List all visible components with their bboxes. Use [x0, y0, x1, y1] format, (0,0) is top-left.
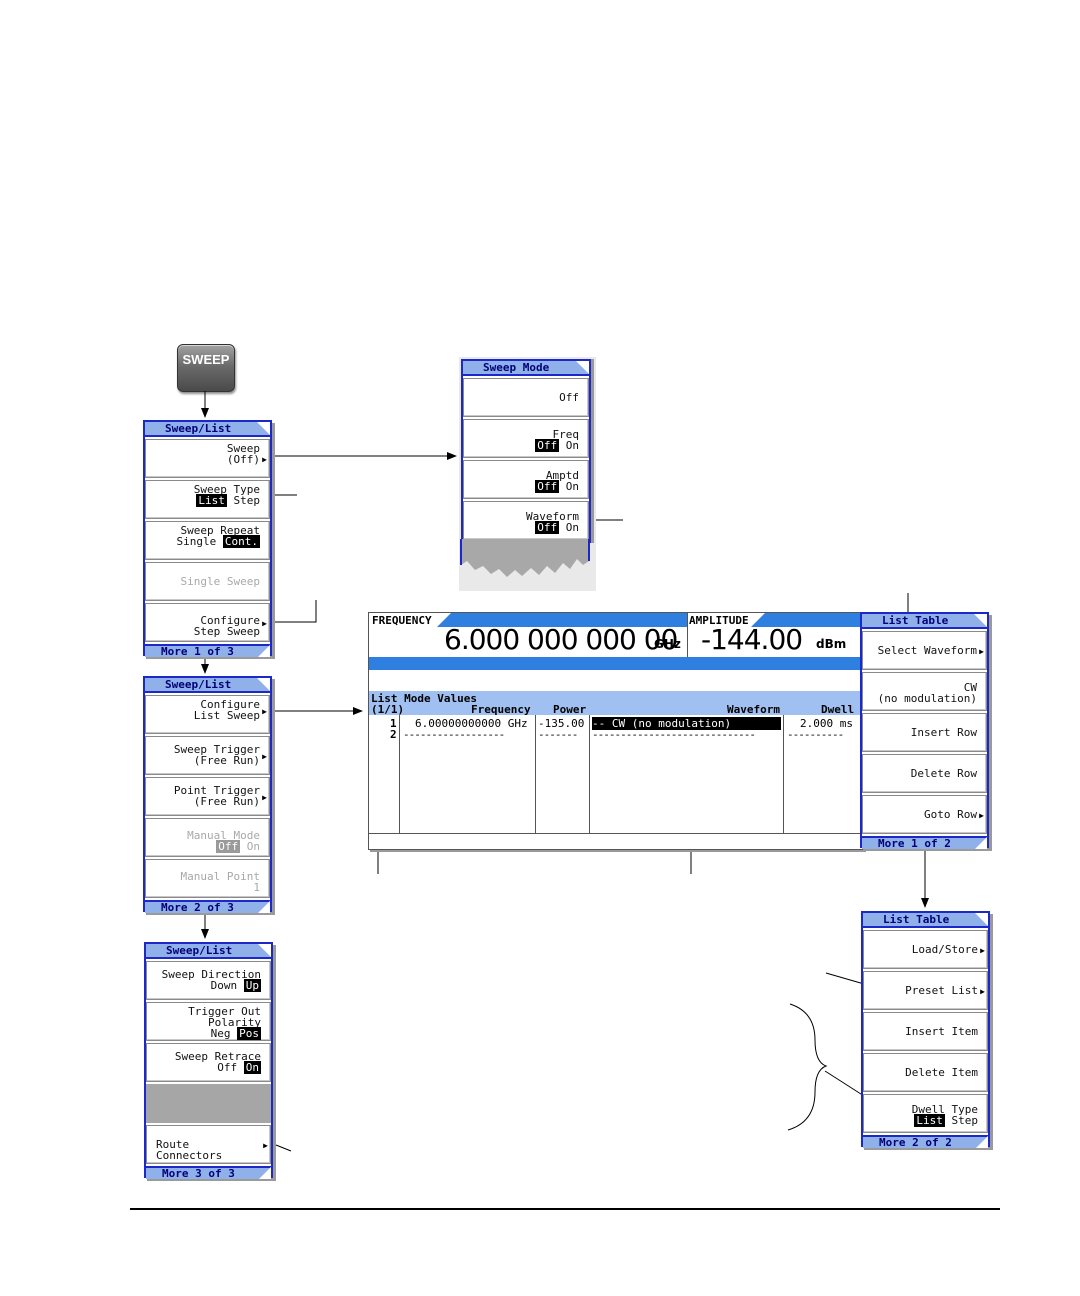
goto-row-softkey[interactable]: Goto Row ▶	[862, 795, 987, 834]
menu-more-indicator[interactable]: More 2 of 3	[145, 900, 270, 914]
column-power: Power	[553, 703, 587, 716]
sweep-trigger-softkey[interactable]: Sweep Trigger (Free Run) ▶	[145, 736, 270, 775]
submenu-arrow-icon: ▶	[980, 946, 985, 955]
amplitude-banner	[751, 613, 863, 627]
amplitude-value: -144.00	[701, 623, 803, 656]
load-store-softkey[interactable]: Load/Store ▶	[863, 930, 988, 969]
sweep-retrace-on-selected: On	[243, 1061, 261, 1074]
empty-softkey	[146, 1084, 271, 1123]
column-waveform: Waveform	[727, 703, 780, 716]
column-frequency: Frequency	[471, 703, 531, 716]
single-sweep-softkey[interactable]: Single Sweep	[145, 562, 270, 601]
amplitude-unit: dBm	[816, 637, 847, 651]
amptd-off-selected: Off	[535, 480, 560, 493]
insert-item-softkey[interactable]: Insert Item	[863, 1012, 988, 1051]
sweep-hardkey-label: SWEEP	[182, 352, 230, 367]
instrument-display: FREQUENCY AMPLITUDE 6.000 000 000 00 GHz…	[368, 612, 864, 850]
delete-item-softkey[interactable]: Delete Item	[863, 1053, 988, 1092]
configure-list-sweep-softkey[interactable]: Configure List Sweep ▶	[145, 695, 270, 734]
manual-mode-softkey[interactable]: Manual Mode Off On	[145, 818, 270, 857]
status-bar	[369, 657, 863, 670]
submenu-arrow-icon: ▶	[980, 987, 985, 996]
trigger-out-pos-selected: Pos	[237, 1027, 261, 1040]
waveform-off-selected: Off	[535, 521, 560, 534]
manual-point-softkey[interactable]: Manual Point 1	[145, 859, 270, 898]
sweep-mode-amptd-softkey[interactable]: Amptd Off On	[463, 460, 589, 499]
point-trigger-softkey[interactable]: Point Trigger (Free Run) ▶	[145, 777, 270, 816]
menu-more-indicator[interactable]: More 1 of 2	[862, 836, 987, 850]
menu-title: Sweep/List	[145, 422, 270, 437]
sweep-list-menu-page2: Sweep/List Configure List Sweep ▶ Sweep …	[143, 676, 272, 914]
selected-waveform-cell[interactable]: -- CW (no modulation)	[592, 717, 781, 730]
frequency-label: FREQUENCY	[372, 614, 432, 627]
menu-title: Sweep/List	[145, 678, 270, 693]
submenu-arrow-icon: ▶	[263, 1141, 268, 1150]
menu-more-indicator[interactable]: More 2 of 2	[863, 1135, 988, 1149]
table-header	[369, 691, 863, 715]
menu-title: List Table	[862, 614, 987, 629]
submenu-arrow-icon: ▶	[262, 752, 267, 761]
delete-row-softkey[interactable]: Delete Row	[862, 754, 987, 793]
sweep-repeat-cont-selected: Cont.	[222, 535, 260, 548]
sweep-mode-off-softkey[interactable]: Off	[463, 378, 589, 417]
message-area	[369, 670, 863, 692]
submenu-arrow-icon: ▶	[979, 647, 984, 656]
dwell-type-softkey[interactable]: Dwell Type List Step	[863, 1094, 988, 1133]
sweep-softkey[interactable]: Sweep (Off) ▶	[145, 439, 270, 478]
menu-title: Sweep/List	[146, 944, 271, 959]
menu-title: Sweep Mode	[463, 361, 589, 376]
sweep-mode-waveform-softkey[interactable]: Waveform Off On	[463, 501, 589, 540]
page-indicator: (1/1)	[371, 703, 405, 716]
sweep-mode-menu: Sweep Mode Off Freq Off On Amptd Off On …	[461, 359, 591, 543]
sweep-direction-softkey[interactable]: Sweep Direction Down Up	[146, 961, 271, 1000]
sweep-retrace-softkey[interactable]: Sweep Retrace Off On	[146, 1043, 271, 1082]
sweep-direction-up-selected: Up	[243, 979, 261, 992]
submenu-arrow-icon: ▶	[262, 619, 267, 628]
trigger-out-polarity-softkey[interactable]: Trigger Out Polarity Neg Pos	[146, 1002, 271, 1041]
menu-title: List Table	[863, 913, 988, 928]
submenu-arrow-icon: ▶	[262, 793, 267, 802]
list-table-menu-page1: List Table Select Waveform ▶ CW (no modu…	[860, 612, 989, 850]
frequency-unit: GHz	[654, 637, 681, 651]
submenu-arrow-icon: ▶	[262, 707, 267, 716]
insert-row-softkey[interactable]: Insert Row	[862, 713, 987, 752]
preset-list-softkey[interactable]: Preset List ▶	[863, 971, 988, 1010]
table-title: List Mode Values	[371, 692, 477, 705]
sweep-type-list-selected: List	[196, 494, 227, 507]
sweep-list-menu-page3: Sweep/List Sweep Direction Down Up Trigg…	[144, 942, 273, 1180]
configure-step-sweep-softkey[interactable]: Configure Step Sweep ▶	[145, 603, 270, 642]
sweep-type-softkey[interactable]: Sweep Type List Step	[145, 480, 270, 519]
menu-more-indicator[interactable]: More 3 of 3	[146, 1166, 271, 1180]
route-connectors-softkey[interactable]: Route Connectors ▶	[146, 1125, 271, 1164]
frequency-banner	[437, 613, 687, 627]
column-dwell: Dwell	[821, 703, 855, 716]
menu-more-indicator[interactable]: More 1 of 3	[145, 644, 270, 658]
torn-edge	[460, 539, 590, 577]
manual-mode-off-selected: Off	[216, 840, 241, 853]
amplitude-label: AMPLITUDE	[689, 614, 749, 627]
freq-off-selected: Off	[535, 439, 560, 452]
cw-no-modulation-softkey[interactable]: CW (no modulation)	[862, 672, 987, 711]
frequency-value: 6.000 000 000 00	[444, 623, 678, 656]
list-table-menu-page2: List Table Load/Store ▶ Preset List ▶ In…	[861, 911, 990, 1149]
sweep-hardkey[interactable]: SWEEP	[177, 344, 235, 392]
sweep-list-menu-page1: Sweep/List Sweep (Off) ▶ Sweep Type List…	[143, 420, 272, 658]
dwell-type-list-selected: List	[914, 1114, 945, 1127]
sweep-repeat-softkey[interactable]: Sweep Repeat Single Cont.	[145, 521, 270, 560]
submenu-arrow-icon: ▶	[262, 455, 267, 464]
submenu-arrow-icon: ▶	[979, 811, 984, 820]
sweep-mode-freq-softkey[interactable]: Freq Off On	[463, 419, 589, 458]
select-waveform-softkey[interactable]: Select Waveform ▶	[862, 631, 987, 670]
